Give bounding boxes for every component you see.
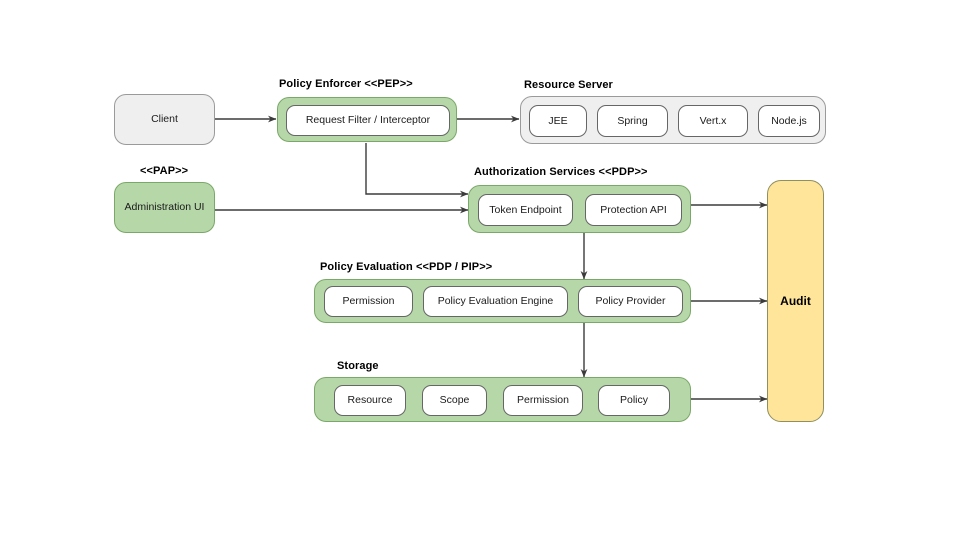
node-audit-label: Audit [780, 293, 811, 308]
node-vertx[interactable]: Vert.x [678, 105, 748, 137]
node-administration-ui-label: Administration UI [124, 201, 205, 214]
node-spring-label: Spring [617, 114, 648, 127]
node-storage-resource[interactable]: Resource [334, 385, 406, 416]
node-nodejs-label: Node.js [771, 114, 807, 127]
node-request-filter-interceptor-label: Request Filter / Interceptor [305, 114, 431, 127]
group-authorization-services: Token Endpoint Protection API [468, 185, 691, 233]
node-client[interactable]: Client [114, 94, 215, 145]
group-label-resource-server: Resource Server [524, 79, 613, 91]
node-client-label: Client [151, 113, 178, 126]
node-storage-permission-label: Permission [517, 394, 569, 407]
group-label-authorization-services: Authorization Services <<PDP>> [474, 166, 648, 178]
node-request-filter-interceptor[interactable]: Request Filter / Interceptor [286, 105, 450, 136]
node-vertx-label: Vert.x [699, 114, 727, 127]
group-label-pap: <<PAP>> [140, 165, 189, 177]
group-resource-server: JEE Spring Vert.x Node.js [520, 96, 826, 144]
node-storage-policy-label: Policy [619, 394, 648, 407]
node-policy-provider[interactable]: Policy Provider [578, 286, 683, 317]
node-storage-permission[interactable]: Permission [503, 385, 583, 416]
node-jee[interactable]: JEE [529, 105, 587, 137]
node-nodejs[interactable]: Node.js [758, 105, 820, 137]
group-label-storage: Storage [337, 360, 379, 372]
group-policy-enforcer: Request Filter / Interceptor [277, 97, 457, 142]
node-policy-evaluation-engine[interactable]: Policy Evaluation Engine [423, 286, 568, 317]
node-storage-scope-label: Scope [439, 394, 470, 407]
node-token-endpoint-label: Token Endpoint [489, 203, 562, 216]
group-policy-evaluation: Permission Policy Evaluation Engine Poli… [314, 279, 691, 323]
group-storage: Resource Scope Permission Policy [314, 377, 691, 422]
group-label-policy-evaluation: Policy Evaluation <<PDP / PIP>> [320, 261, 493, 273]
node-administration-ui[interactable]: Administration UI [114, 182, 215, 233]
node-protection-api-label: Protection API [600, 203, 667, 216]
node-storage-resource-label: Resource [347, 394, 393, 407]
node-storage-scope[interactable]: Scope [422, 385, 487, 416]
node-protection-api[interactable]: Protection API [585, 194, 682, 226]
node-storage-policy[interactable]: Policy [598, 385, 670, 416]
node-policy-provider-label: Policy Provider [595, 295, 666, 308]
node-permission-evaluation[interactable]: Permission [324, 286, 413, 317]
node-jee-label: JEE [548, 114, 568, 127]
node-audit[interactable]: Audit [767, 180, 824, 422]
node-policy-evaluation-engine-label: Policy Evaluation Engine [437, 295, 554, 308]
node-permission-evaluation-label: Permission [342, 295, 395, 308]
edge-pep-to-authz [365, 143, 469, 198]
node-token-endpoint[interactable]: Token Endpoint [478, 194, 573, 226]
node-spring[interactable]: Spring [597, 105, 668, 137]
group-label-policy-enforcer: Policy Enforcer <<PEP>> [279, 78, 413, 90]
